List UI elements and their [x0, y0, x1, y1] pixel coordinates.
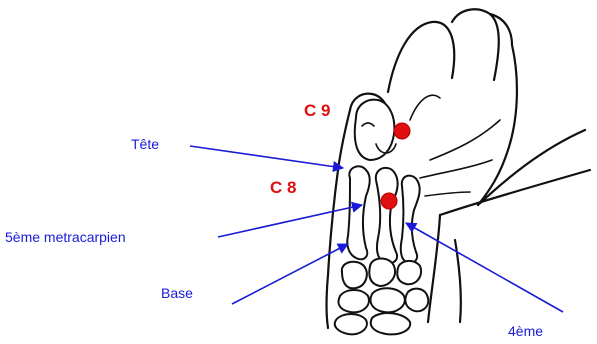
point-c9-dot — [394, 123, 410, 139]
label-quatrieme: 4ème — [508, 323, 543, 339]
point-c8-dot — [381, 193, 397, 209]
arrow-quatrieme — [406, 223, 563, 312]
label-c9: C 9 — [304, 101, 330, 120]
carpal-bones — [335, 259, 429, 335]
metacarpal-bones — [347, 166, 419, 263]
arrow-base — [232, 244, 348, 304]
little-finger-tip — [355, 100, 396, 160]
label-c8: C 8 — [270, 178, 296, 197]
arrow-tete — [190, 146, 343, 168]
label-base: Base — [161, 285, 193, 301]
label-metacarpien: 5ème metracarpien — [5, 229, 126, 245]
label-tete: Tête — [131, 136, 159, 152]
arrow-metacarpien — [218, 205, 362, 237]
